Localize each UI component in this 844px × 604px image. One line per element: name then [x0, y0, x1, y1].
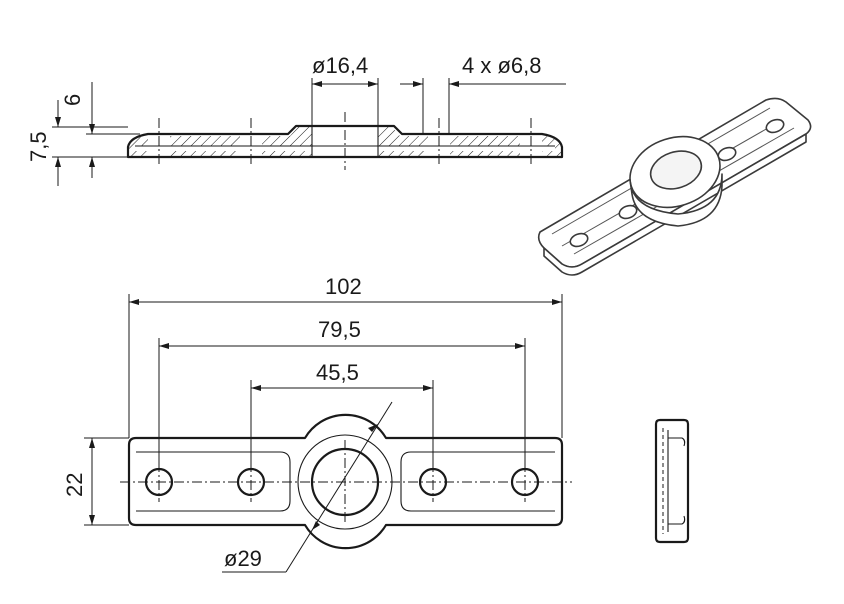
flange-thickness-label: 6	[60, 94, 85, 106]
side-outline	[654, 418, 690, 544]
iso-hole-4	[765, 118, 785, 134]
section-view: ø16,4 4 x ø6,8 6 7,5	[26, 53, 566, 186]
plan-outline	[127, 413, 564, 550]
isometric-view	[537, 97, 812, 276]
section-outline	[126, 124, 564, 159]
iso-hole-3	[717, 146, 737, 162]
outer-hole-spacing-label: 79,5	[318, 317, 361, 342]
hub-diameter-label: ø16,4	[312, 53, 368, 78]
iso-hole-2	[618, 204, 638, 220]
inner-hole-spacing-label: 45,5	[316, 360, 359, 385]
width-label: 22	[62, 473, 87, 497]
side-view	[654, 418, 690, 544]
hub-outer-diameter-label: ø29	[224, 546, 262, 571]
total-thickness-label: 7,5	[26, 131, 51, 162]
holes-label: 4 x ø6,8	[462, 53, 541, 78]
plan-view: 102 79,5 45,5 22 ø29	[62, 274, 572, 573]
overall-length-label: 102	[325, 274, 362, 299]
iso-hole-1	[569, 232, 589, 248]
